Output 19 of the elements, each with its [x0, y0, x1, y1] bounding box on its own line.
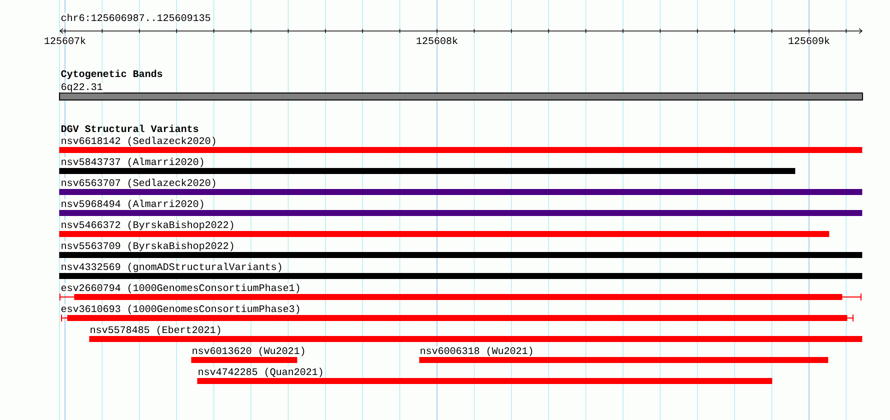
tick-label: 125607k	[43, 36, 87, 45]
tick-label: 125609k	[787, 36, 831, 45]
feature-label: nsv6563707 (Sedlazeck2020)	[60, 178, 218, 189]
position-label: chr6:125606987..125609135	[60, 13, 212, 22]
feature-label: 6q22.31	[60, 82, 104, 93]
feature-label: nsv4332569 (gnomADStructuralVariants)	[60, 262, 284, 273]
feature-label: nsv5843737 (Almarri2020)	[60, 157, 206, 168]
feature-label: nsv4742285 (Quan2021)	[197, 367, 324, 378]
feature-label: nsv5578485 (Ebert2021)	[89, 325, 222, 336]
tick-label: 125608k	[415, 36, 459, 45]
track-title: DGV Structural Variants	[61, 124, 198, 132]
feature-label: nsv6618142 (Sedlazeck2020)	[60, 136, 218, 147]
feature-label: nsv5466372 (ByrskaBishop2022)	[60, 220, 236, 231]
feature-label: esv3610693 (1000GenomesConsortiumPhase3)	[60, 304, 302, 315]
feature-label: nsv6013620 (Wu2021)	[191, 346, 306, 357]
feature-label: nsv6006318 (Wu2021)	[419, 346, 534, 357]
feature-label: nsv5968494 (Almarri2020)	[60, 199, 206, 210]
feature-label: nsv5563709 (ByrskaBishop2022)	[60, 241, 236, 252]
feature-label: esv2660794 (1000GenomesConsortiumPhase1)	[60, 283, 302, 294]
